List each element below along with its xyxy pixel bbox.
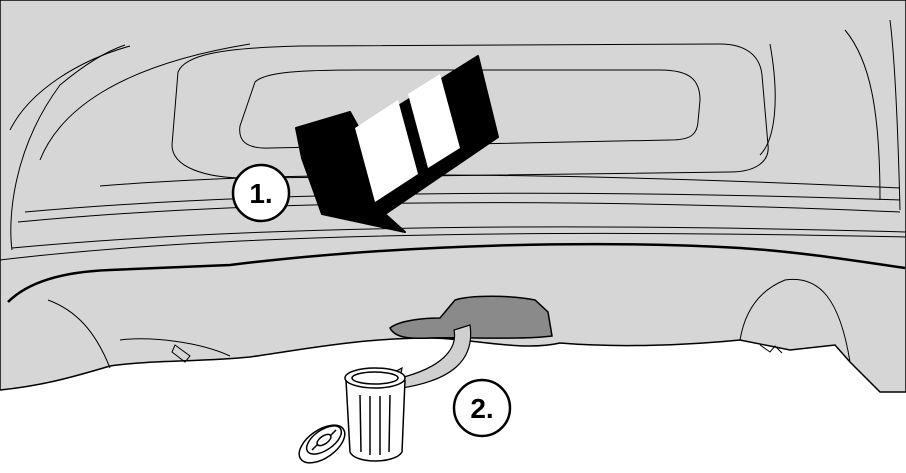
callout-step-1-label: 1. [249, 178, 272, 209]
callout-step-2-label: 2. [470, 393, 493, 424]
callout-step-2: 2. [454, 380, 510, 436]
callout-step-1: 1. [233, 165, 289, 221]
trash-bin-icon [345, 368, 405, 461]
removed-cover-icon [293, 418, 352, 471]
